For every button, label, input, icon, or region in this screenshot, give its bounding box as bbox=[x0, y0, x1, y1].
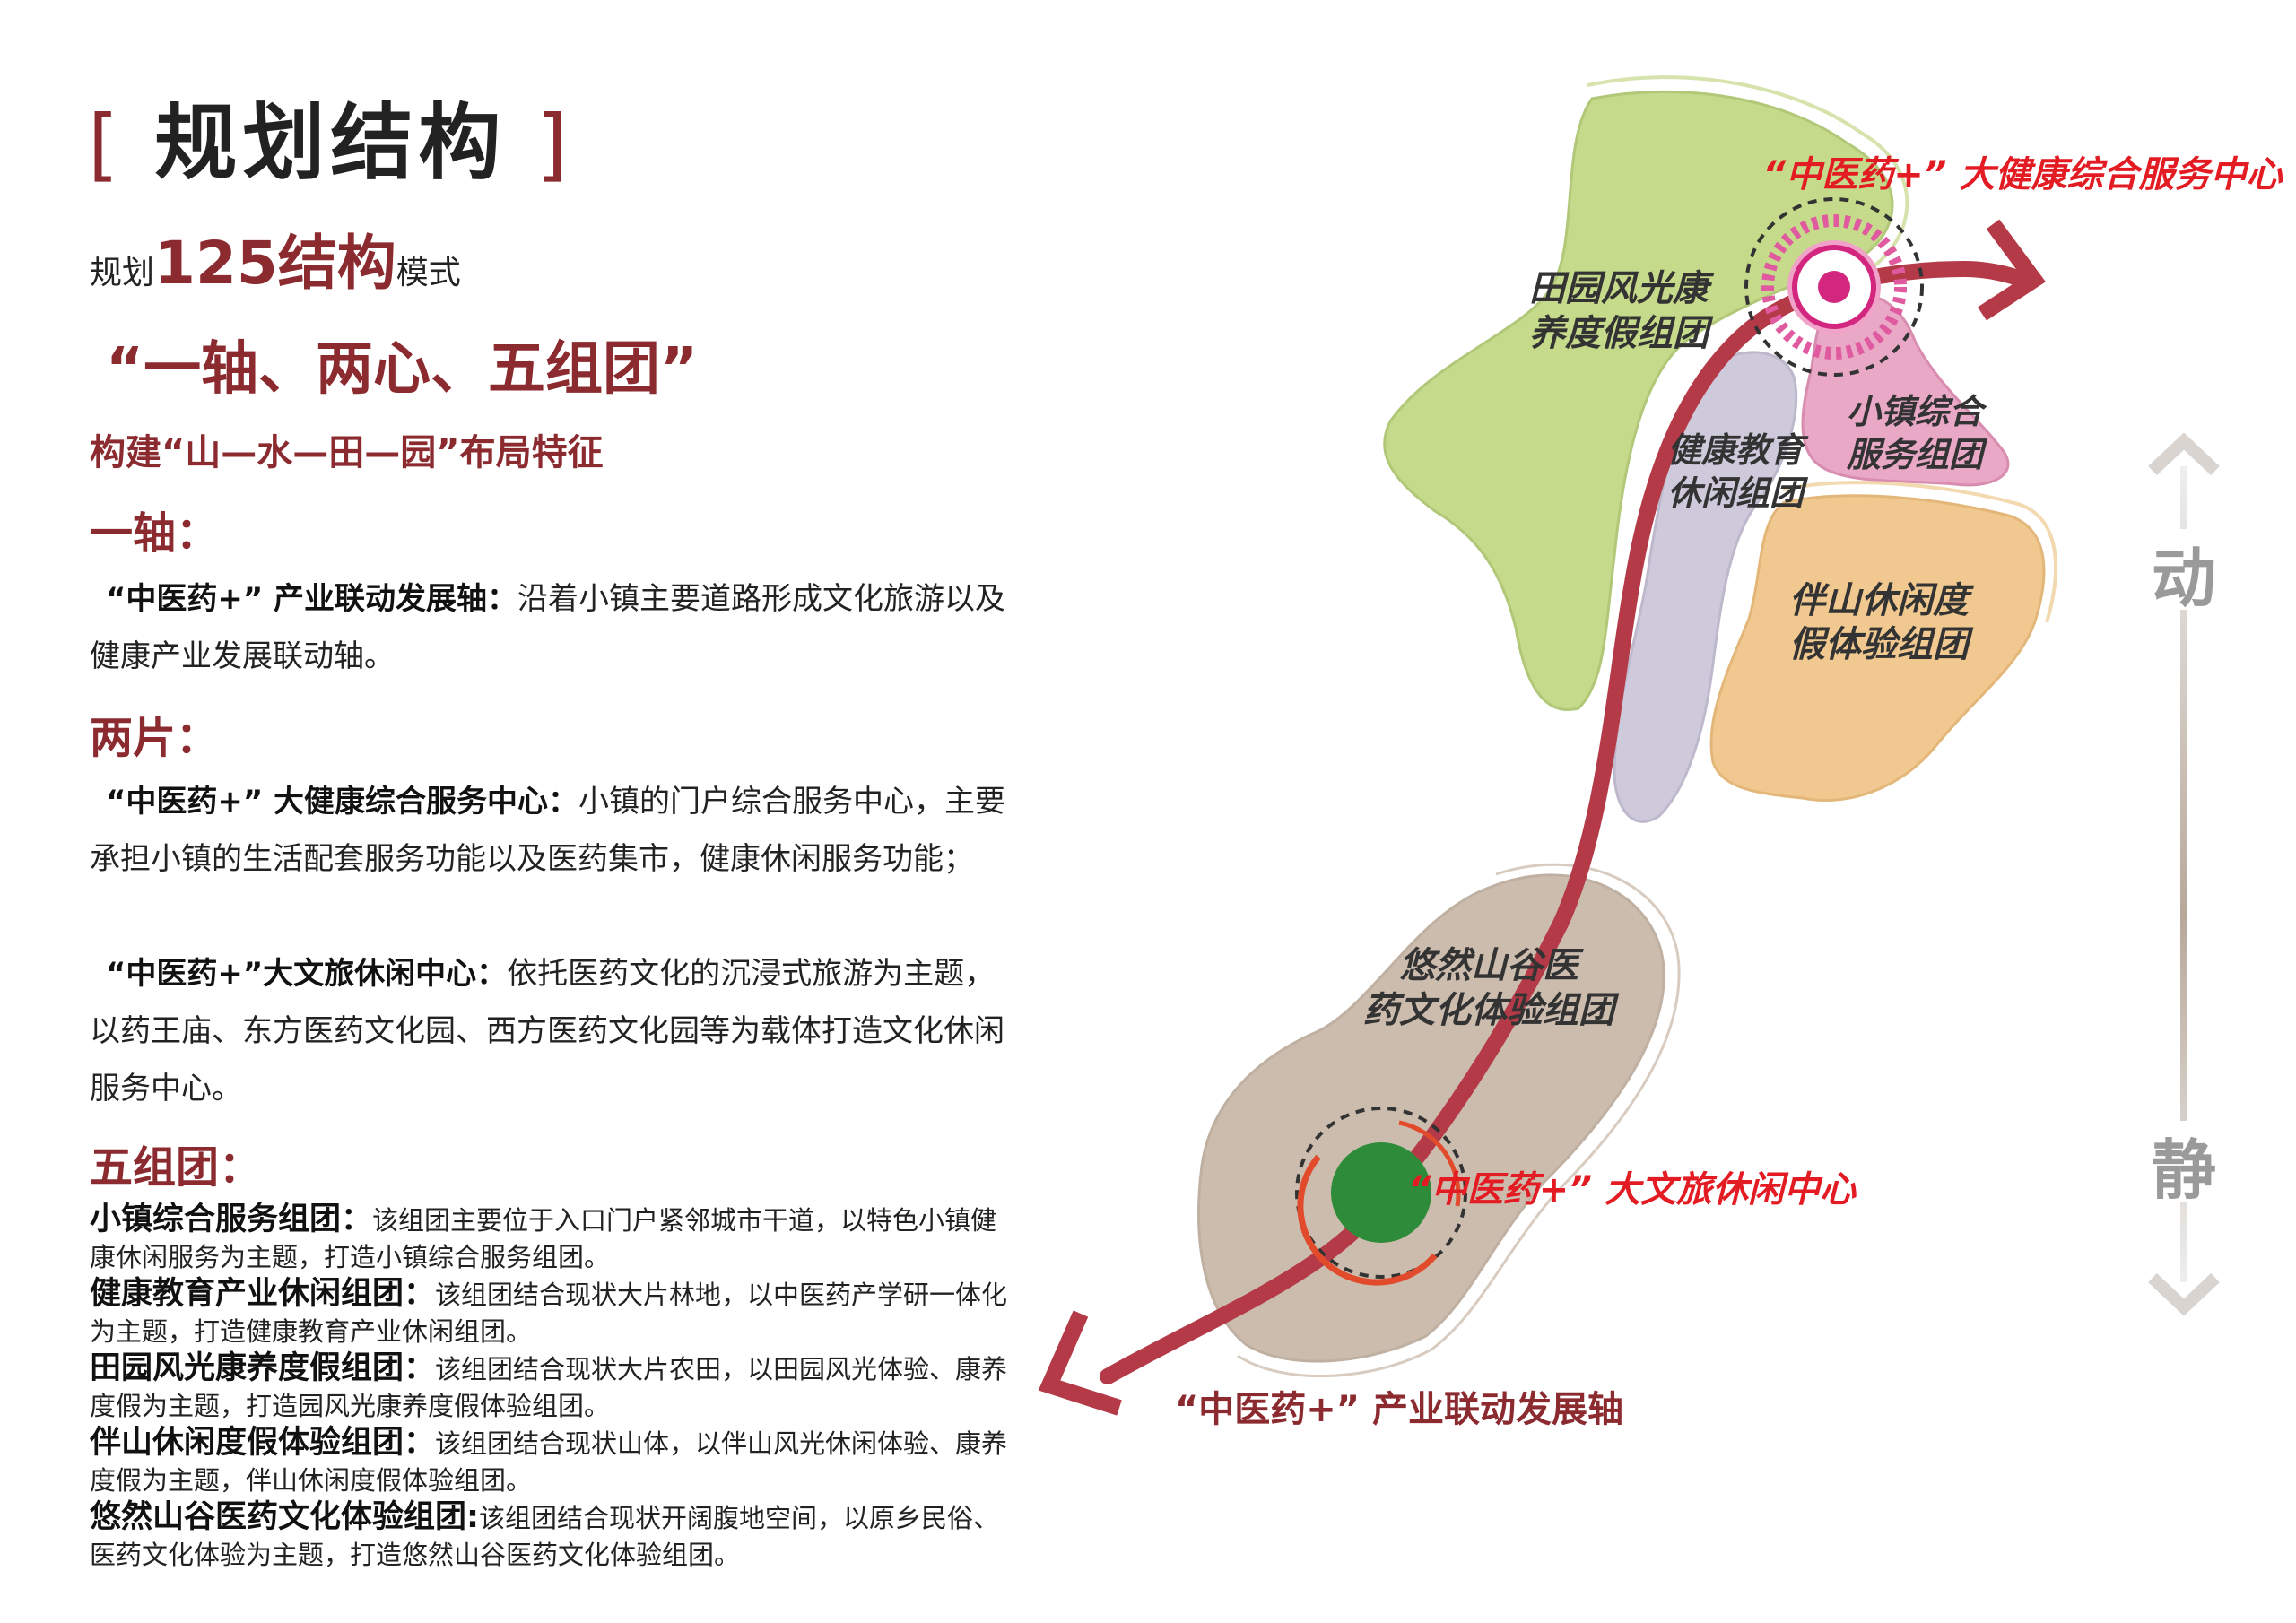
center-top-term: “中医药+” 大健康综合服务中心： bbox=[106, 784, 579, 820]
valley-zone bbox=[1197, 873, 1665, 1363]
field-zone bbox=[1383, 90, 1894, 711]
mountain-zone-label: 伴山休闲度假体验组团 bbox=[1789, 580, 1975, 665]
center-top-text: 小镇的门户综合服务中心，主要承担小镇的生活配套服务功能以及医药集市，健康休闲服务… bbox=[90, 784, 1006, 877]
axis-term: “中医药+” 产业联动发展轴： bbox=[106, 581, 518, 617]
axis-paragraph: “中医药+” 产业联动发展轴：沿着小镇主要道路形成文化旅游以及健康产业发展联动轴… bbox=[90, 570, 1022, 685]
edu-zone-label: 健康教育休闲组团 bbox=[1667, 430, 1809, 513]
center-bottom-text: 依托医药文化的沉浸式旅游为主题，以药王庙、东方医药文化园、西方医药文化园等为载体… bbox=[90, 956, 1004, 1107]
scale-down-arrow bbox=[2148, 1272, 2220, 1316]
model-suffix: 模式 bbox=[396, 255, 461, 291]
valley-zone-label: 悠然山谷医药文化体验组团 bbox=[1363, 945, 1620, 1031]
centers-heading: 两片： bbox=[90, 713, 220, 763]
clusters-heading: 五组团： bbox=[90, 1142, 263, 1193]
dynamic-static-scale: 动 静 bbox=[2148, 432, 2220, 1316]
scale-dynamic-label: 动 bbox=[2152, 541, 2216, 616]
model-prefix: 规划 bbox=[90, 255, 155, 291]
layout-subtitle: 构建“山—水—田—园”布局特征 bbox=[90, 432, 604, 473]
clusters-list: 小镇综合服务组团：该组团主要位于入口门户紧邻城市干道，以特色小镇健康休闲服务为主… bbox=[90, 1202, 1022, 1574]
axis-text: 沿着小镇主要道路形成文化旅游以及健康产业发展联动轴。 bbox=[90, 581, 1006, 674]
center-bottom-term: “中医药+”大文旅休闲中心： bbox=[106, 956, 508, 992]
edu-zone bbox=[1613, 351, 1798, 823]
structure-model-line: 规划125结构模式 bbox=[90, 215, 461, 301]
slogan: “一轴、两心、五组团” bbox=[106, 336, 699, 403]
service-zone-label: 小镇综合服务组团 bbox=[1846, 392, 1988, 474]
field-zone-label: 田园风光康养度假组团 bbox=[1529, 268, 1715, 354]
model-highlight: 125结构 bbox=[154, 229, 396, 298]
culture-center-marker bbox=[1295, 1107, 1467, 1286]
page-title: [ 规划结构 ] bbox=[88, 95, 573, 191]
center-bottom-paragraph: “中医药+”大文旅休闲中心：依托医药文化的沉浸式旅游为主题，以药王庙、东方医药文… bbox=[90, 945, 1022, 1117]
center-top-paragraph: “中医药+” 大健康综合服务中心：小镇的门户综合服务中心，主要承担小镇的生活配套… bbox=[90, 773, 1022, 888]
cluster-item: 伴山休闲度假体验组团：该组团结合现状山体，以伴山风光休闲体验、康养度假为主题，伴… bbox=[90, 1425, 1008, 1496]
mountain-zone bbox=[1709, 494, 2046, 802]
axis-arrowhead-top bbox=[1978, 219, 2046, 321]
cluster-item: 田园风光康养度假组团：该组团结合现状大片农田，以田园风光体验、康养度假为主题，打… bbox=[90, 1350, 1008, 1421]
health-center-label: “中医药+” 大健康综合服务中心 bbox=[1763, 154, 2283, 195]
health-center-marker bbox=[1744, 197, 1924, 377]
axis-heading: 一轴： bbox=[90, 508, 220, 559]
scale-up-arrow bbox=[2148, 432, 2220, 476]
axis-label: “中医药+” 产业联动发展轴 bbox=[1175, 1389, 1623, 1430]
cluster-item: 健康教育产业休闲组团：该组团结合现状大片林地，以中医药产学研一体化为主题，打造健… bbox=[90, 1276, 1008, 1347]
cluster-item: 小镇综合服务组团：该组团主要位于入口门户紧邻城市干道，以特色小镇健康休闲服务为主… bbox=[90, 1202, 997, 1272]
cluster-item: 悠然山谷医药文化体验组团:该组团结合现状开阔腹地空间，以原乡民俗、医药文化体验为… bbox=[90, 1499, 1000, 1570]
service-zone bbox=[1801, 291, 2010, 487]
culture-center-label: “中医药+” 大文旅休闲中心 bbox=[1408, 1169, 1857, 1211]
axis-arrowhead-bottom bbox=[1038, 1310, 1122, 1416]
scale-static-label: 静 bbox=[2152, 1133, 2216, 1208]
